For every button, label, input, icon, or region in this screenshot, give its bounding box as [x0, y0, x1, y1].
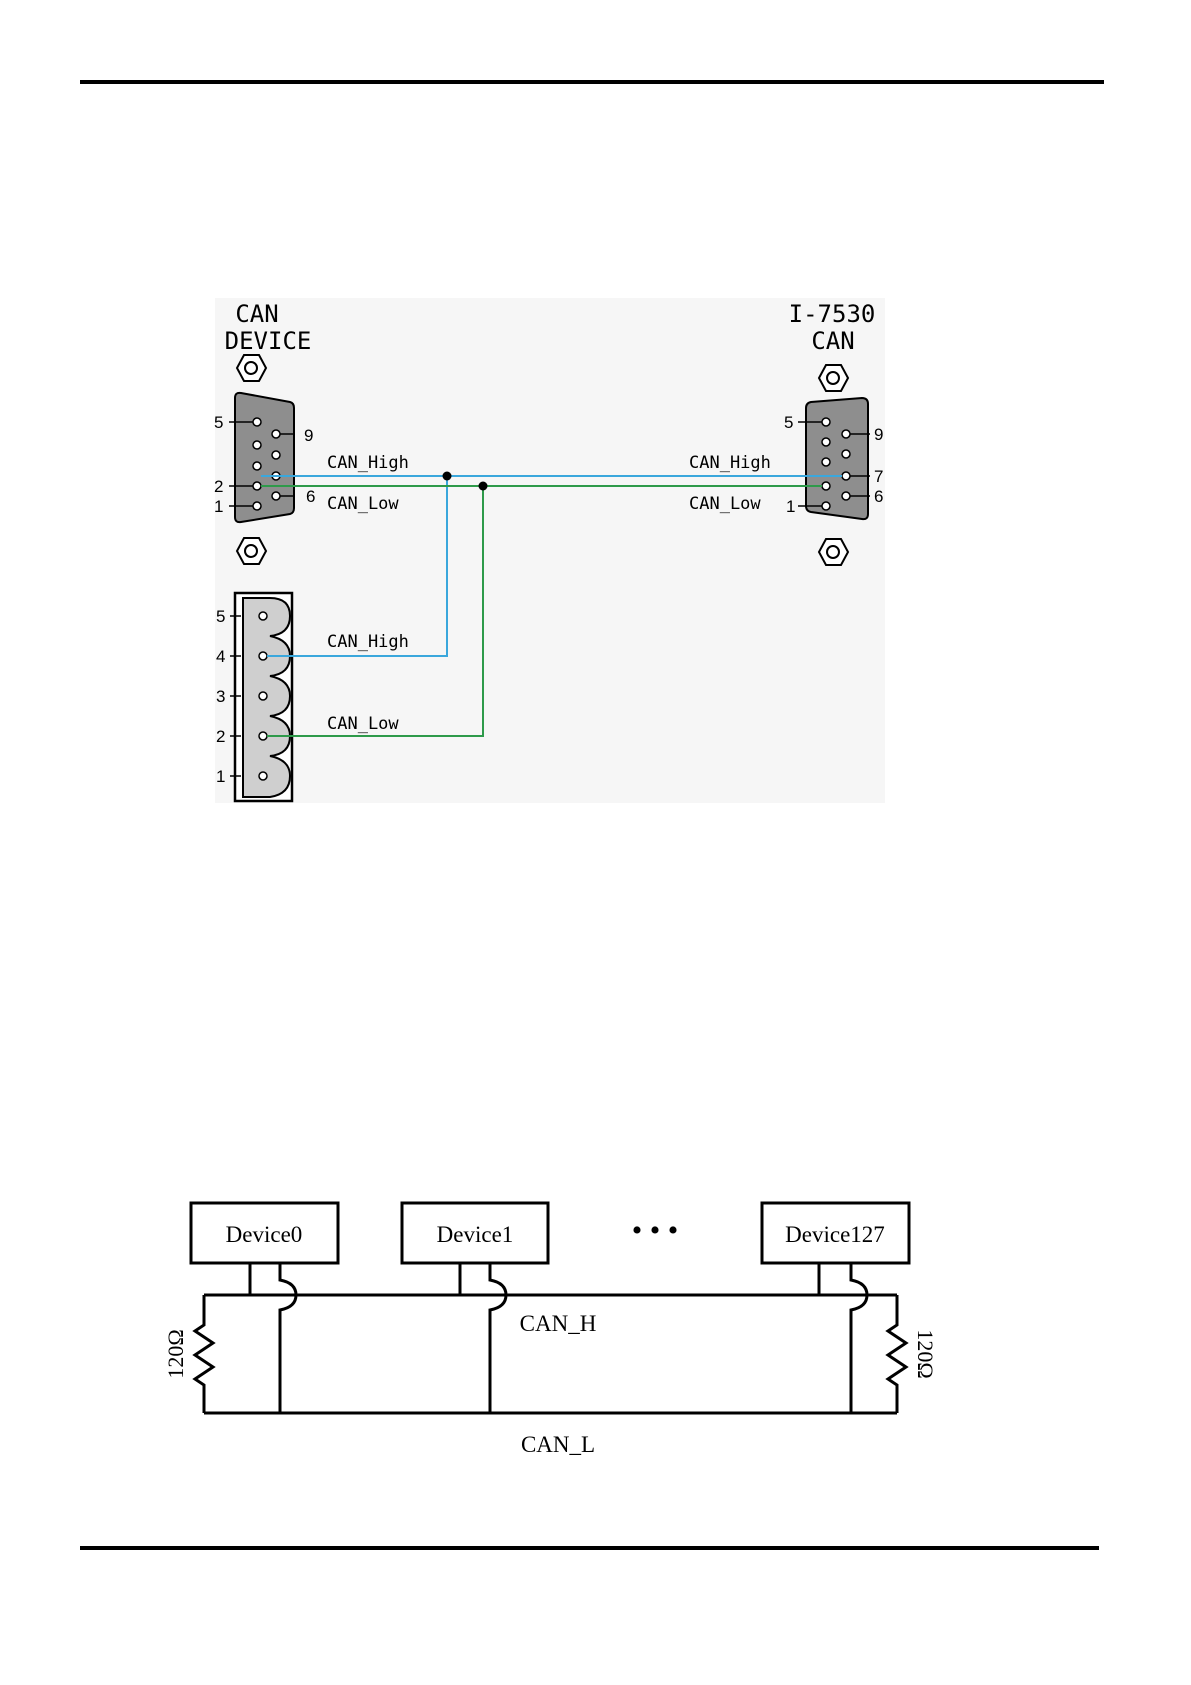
- right-termination-resistor: [888, 1295, 906, 1413]
- wiring-diagram: CAN DEVICE I-7530 CAN: [214, 298, 885, 803]
- left-pin-2-label: 2: [214, 477, 223, 496]
- terminal-pin-3-label: 3: [216, 687, 225, 706]
- left-pin-1-label: 1: [214, 497, 223, 516]
- left-termination-resistor: [195, 1295, 213, 1413]
- device1-label: Device1: [437, 1222, 514, 1247]
- left-pin-5-label: 5: [214, 413, 223, 432]
- can-l-label: CAN_L: [521, 1432, 595, 1457]
- can-h-label: CAN_H: [520, 1311, 597, 1336]
- left-resistor-value: 120Ω: [163, 1329, 188, 1378]
- right-db9-connector: [806, 398, 868, 519]
- footer-rule: [80, 1546, 1099, 1550]
- left-top-screw-icon: [237, 355, 266, 381]
- left-connector-title-line2: DEVICE: [225, 327, 312, 355]
- right-pin-6-label: 6: [874, 487, 883, 506]
- terminal-pin-2-label: 2: [216, 727, 225, 746]
- right-pin-5-label: 5: [784, 413, 793, 432]
- left-can-high-label: CAN_High: [327, 453, 409, 473]
- left-can-low-label: CAN_Low: [327, 494, 399, 514]
- bus-topology-diagram: Device0 Device1 Device127 • • • 120Ω 120…: [163, 1203, 938, 1457]
- right-connector-title-line2: CAN: [811, 327, 854, 355]
- terminal-pin-5-label: 5: [216, 607, 225, 626]
- left-db9-connector: [235, 393, 294, 522]
- left-connector-title-line1: CAN: [235, 300, 278, 328]
- can-low-junction: [479, 482, 488, 491]
- terminal-pin-1-label: 1: [216, 767, 225, 786]
- terminal-can-high-label: CAN_High: [327, 632, 409, 652]
- right-pin-1-label: 1: [786, 497, 795, 516]
- device0-label: Device0: [226, 1222, 303, 1247]
- right-can-high-label: CAN_High: [689, 453, 771, 473]
- right-resistor-value: 120Ω: [913, 1329, 938, 1378]
- right-bottom-screw-icon: [819, 539, 848, 565]
- diagram-background: [215, 298, 885, 803]
- device-drops: [250, 1263, 867, 1413]
- left-pin-6-label: 6: [306, 487, 315, 506]
- device127-label: Device127: [785, 1222, 885, 1247]
- right-top-screw-icon: [819, 365, 848, 391]
- left-pin-9-label: 9: [304, 426, 313, 445]
- terminal-can-low-label: CAN_Low: [327, 714, 399, 734]
- right-can-low-label: CAN_Low: [689, 494, 761, 514]
- terminal-pin-4-label: 4: [216, 647, 225, 666]
- right-connector-title-line1: I-7530: [789, 300, 876, 328]
- right-pin-9-label: 9: [874, 425, 883, 444]
- left-bottom-screw-icon: [237, 538, 266, 564]
- can-high-junction: [443, 472, 452, 481]
- right-pin-7-label: 7: [874, 467, 883, 486]
- device-ellipsis: • • •: [632, 1214, 679, 1247]
